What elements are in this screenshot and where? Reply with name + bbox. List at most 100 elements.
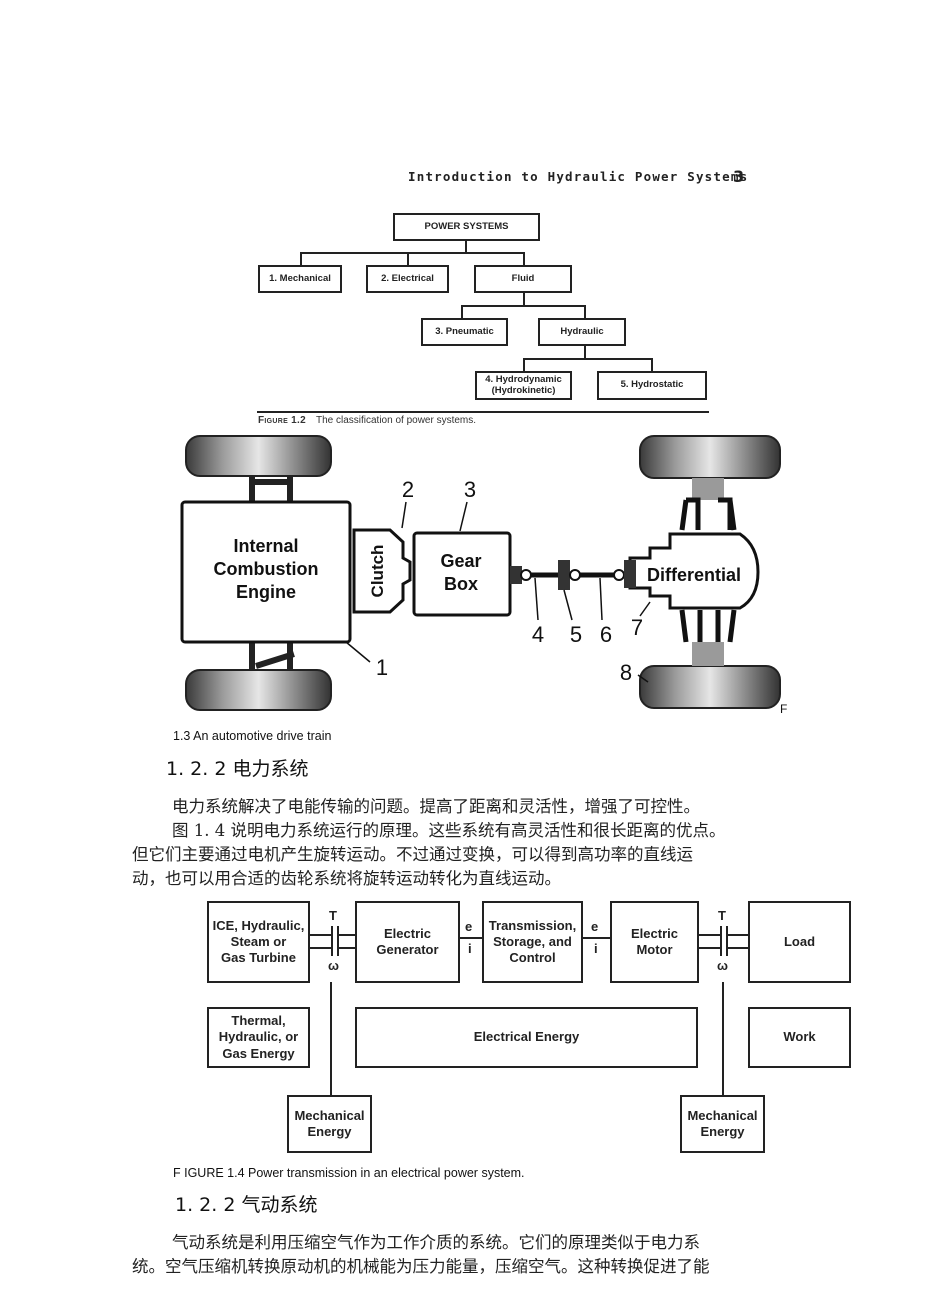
electrical-paragraph-2-line-3: 动，也可以用合适的齿轮系统将旋转运动转化为直线运动。 — [132, 869, 561, 888]
shaft-line — [727, 934, 748, 936]
voltage-symbol-1: e — [465, 919, 473, 934]
rear-hub-upper — [692, 478, 724, 500]
box-electrical-energy: Electrical Energy — [355, 1007, 698, 1068]
coupling-plate — [337, 926, 339, 956]
box-thermal-energy: Thermal, Hydraulic, or Gas Energy — [207, 1007, 310, 1068]
connector — [407, 252, 409, 266]
box-thermal-line3: Gas Energy — [222, 1045, 295, 1061]
connector — [465, 241, 467, 254]
pinion-flange — [624, 560, 636, 588]
pneumatic-paragraph-line-1: 气动系统是利用压缩空气作为工作介质的系统。它们的原理类似于电力系 — [172, 1233, 700, 1252]
callout-2: 2 — [402, 477, 414, 502]
connector — [584, 305, 586, 319]
joint-middle — [569, 569, 581, 581]
node-hydraulic: Hydraulic — [538, 318, 626, 346]
connector — [523, 358, 525, 372]
coupling-plate — [726, 926, 728, 956]
callout-5: 5 — [570, 622, 582, 647]
node-hydrodynamic-line1: 4. Hydrodynamic — [485, 373, 562, 385]
box-mech-right-line1: Mechanical — [687, 1107, 758, 1123]
callout-3: 3 — [464, 477, 476, 502]
callout-leader-8 — [637, 674, 649, 683]
box-prime-mover-line3: Gas Turbine — [221, 950, 296, 966]
voltage-symbol-2: e — [591, 919, 599, 934]
box-motor-line1: Electric — [631, 925, 678, 941]
box-generator-line1: Electric — [384, 925, 431, 941]
box-transmission-line1: Transmission, — [488, 917, 577, 933]
box-mechanical-energy-right: Mechanical Energy — [680, 1095, 765, 1153]
electrical-paragraph-2-line-1: 图 1. 4 说明电力系统运行的原理。这些系统有高灵活性和很长距离的优点。 — [172, 821, 726, 840]
stray-letter: F — [780, 702, 787, 716]
box-thermal-line1: Thermal, — [231, 1013, 286, 1029]
callout-leader-2 — [401, 501, 407, 529]
box-transmission-line2: Storage, and — [493, 933, 572, 949]
rear-axle-lower — [679, 609, 737, 643]
callout-8: 8 — [620, 660, 632, 685]
engine-label-line2: Combustion — [214, 559, 319, 579]
node-hydrodynamic-line2: (Hydrokinetic) — [491, 384, 556, 396]
front-axle-upper — [249, 476, 293, 502]
clutch-housing — [352, 528, 412, 614]
mechanical-energy-link-left — [330, 982, 332, 1095]
rear-axle-upper — [679, 497, 737, 531]
shaft-line — [338, 934, 355, 936]
front-right-tire — [185, 669, 332, 711]
rear-left-tire — [639, 435, 781, 479]
box-prime-mover: ICE, Hydraulic, Steam or Gas Turbine — [207, 901, 310, 983]
gearbox-label-line2: Box — [444, 574, 478, 594]
current-symbol-2: i — [594, 941, 598, 956]
callout-1: 1 — [376, 655, 388, 680]
node-hydrostatic: 5. Hydrostatic — [597, 371, 707, 400]
shaft-line — [699, 934, 721, 936]
figure-1-2-caption: Figure 1.2 The classification of power sy… — [258, 415, 476, 426]
figure-1-2-caption-label: Figure 1.2 — [258, 415, 306, 426]
shaft-line — [699, 947, 721, 949]
figure-1-3-caption: 1.3 An automotive drive train — [173, 729, 332, 743]
coupling-plate — [331, 926, 333, 956]
current-symbol-1: i — [468, 941, 472, 956]
output-flange — [510, 566, 522, 584]
node-pneumatic: 3. Pneumatic — [421, 318, 508, 346]
node-power-systems: POWER SYSTEMS — [393, 213, 540, 241]
engine-block — [180, 500, 352, 644]
box-mech-left-line2: Energy — [307, 1124, 352, 1139]
shaft-line — [310, 934, 332, 936]
electrical-paragraph-2-line-2: 但它们主要通过电机产生旋转运动。不过通过变换，可以得到高功率的直线运 — [132, 845, 693, 864]
connector — [651, 358, 653, 372]
box-prime-mover-line1: ICE, Hydraulic, — [212, 917, 305, 933]
callout-leader-3 — [459, 501, 468, 532]
connector — [584, 346, 586, 359]
box-motor-line2: Motor — [636, 942, 673, 957]
box-mech-right-line2: Energy — [700, 1124, 745, 1139]
connector — [523, 293, 525, 306]
electric-link-1 — [460, 937, 482, 939]
figure-1-3-drive-train: Internal Combustion Engine Clutch Gear B… — [180, 435, 787, 716]
universal-joint — [558, 560, 570, 590]
callout-4: 4 — [532, 622, 544, 647]
box-generator-line2: Generator — [376, 942, 439, 957]
section-heading-electrical: 1. 2. 2 电力系统 — [166, 758, 309, 780]
connector — [523, 358, 653, 360]
callout-leader-1 — [345, 641, 371, 663]
node-mechanical: 1. Mechanical — [258, 265, 342, 293]
rear-right-tire — [639, 665, 781, 709]
callout-leader-4 — [534, 577, 539, 621]
box-load: Load — [748, 901, 851, 983]
node-electrical: 2. Electrical — [366, 265, 449, 293]
box-mechanical-energy-left: Mechanical Energy — [287, 1095, 372, 1153]
box-prime-mover-line2: Steam or — [230, 933, 287, 949]
callout-leader-5 — [563, 589, 573, 621]
node-fluid: Fluid — [474, 265, 572, 293]
figure-1-4-caption: F IGURE 1.4 Power transmission in an ele… — [173, 1166, 525, 1180]
differential-housing — [628, 532, 760, 610]
differential-label: Differential — [647, 565, 741, 585]
torque-symbol-left: T — [329, 908, 337, 923]
page-number: 3 — [733, 167, 745, 186]
callout-6: 6 — [600, 622, 612, 647]
figure-rule — [257, 411, 709, 413]
gearbox-label-line1: Gear — [440, 551, 481, 571]
front-left-tire — [185, 435, 332, 477]
node-hydrodynamic: 4. Hydrodynamic (Hydrokinetic) — [475, 371, 572, 400]
figure-1-2-caption-text: The classification of power systems. — [315, 415, 477, 426]
engine-label-line3: Engine — [236, 582, 296, 602]
